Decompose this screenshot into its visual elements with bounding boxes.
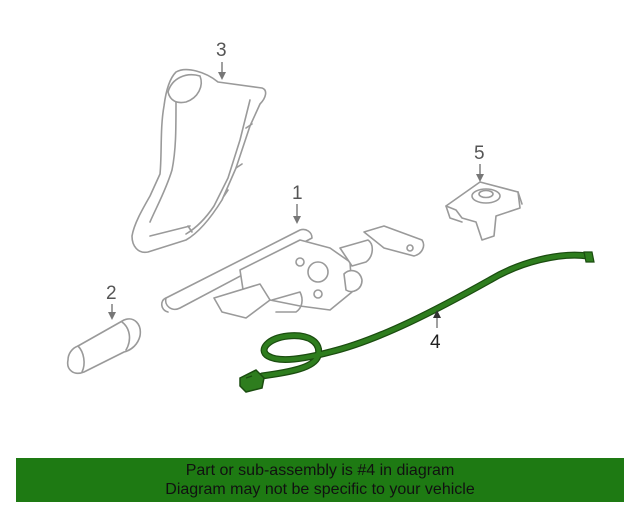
part-5-bracket — [445, 181, 523, 241]
part-1-shift-lever-assembly — [160, 225, 425, 319]
callout-4: 4 — [430, 310, 441, 353]
callout-2: 2 — [106, 283, 117, 320]
part-2-shift-knob — [66, 318, 142, 375]
svg-text:4: 4 — [430, 332, 441, 353]
svg-text:5: 5 — [474, 143, 485, 164]
part-info-banner: Part or sub-assembly is #4 in diagram Di… — [16, 458, 624, 502]
svg-text:2: 2 — [106, 283, 117, 304]
banner-line-part: Part or sub-assembly is #4 in diagram — [185, 462, 455, 479]
svg-text:1: 1 — [292, 183, 303, 204]
callout-3: 3 — [216, 40, 227, 80]
parts-diagram: 3 1 2 5 — [66, 40, 595, 393]
banner-line-disclaimer: Diagram may not be specific to your vehi… — [165, 481, 475, 498]
callout-5: 5 — [474, 143, 485, 182]
part-3-console-trim — [131, 68, 267, 254]
part-4-shift-cable — [239, 251, 595, 393]
svg-text:3: 3 — [216, 40, 227, 61]
callout-1: 1 — [292, 183, 303, 224]
